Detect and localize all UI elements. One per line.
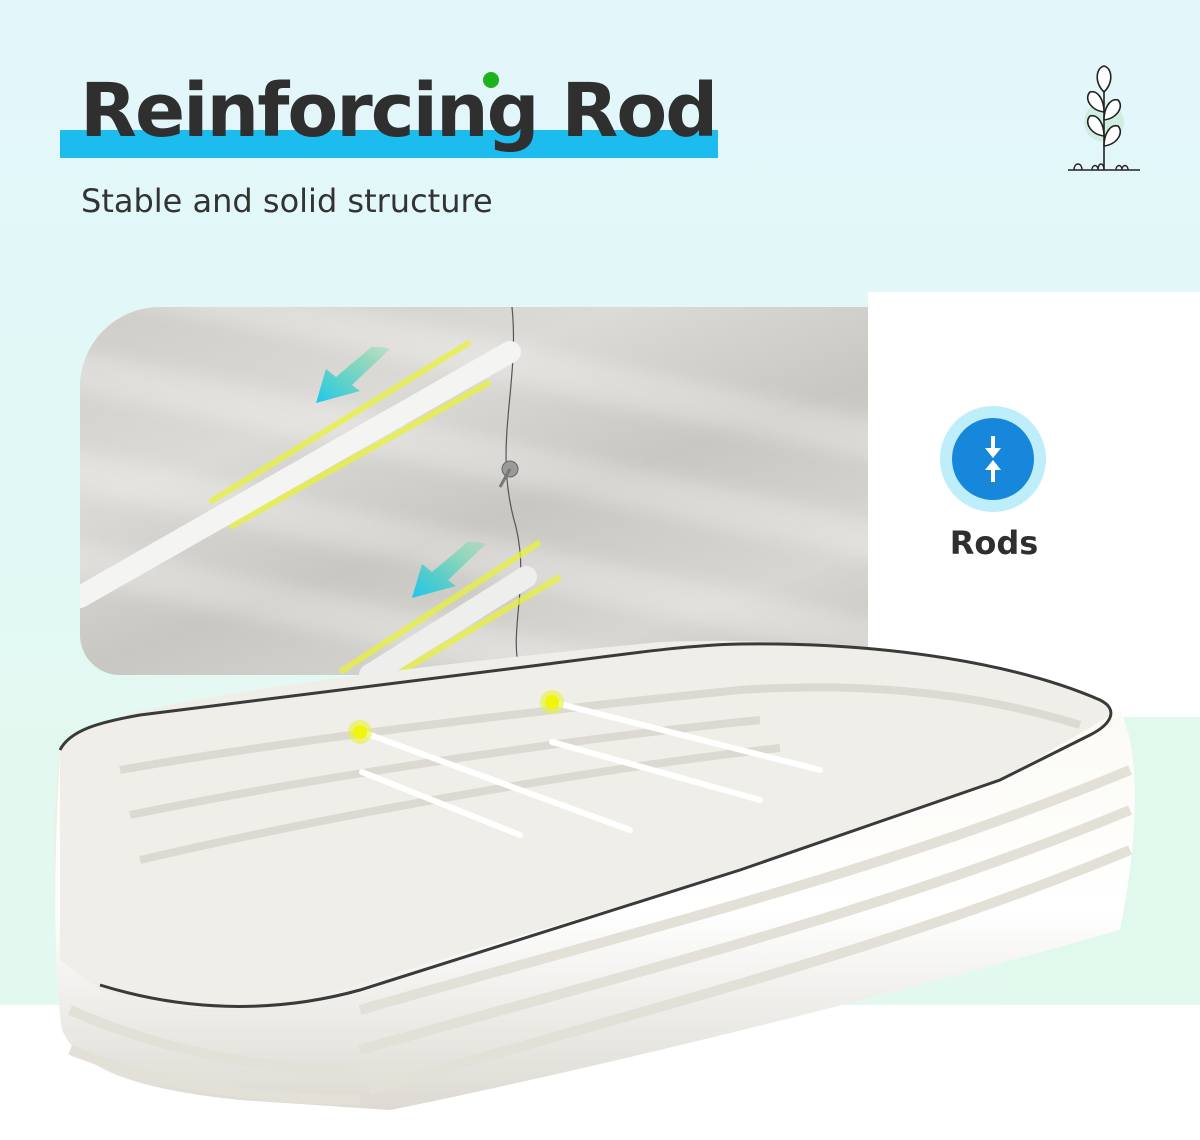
compress-arrows-icon [940, 406, 1046, 512]
header: Reinforcing Rod [60, 68, 718, 158]
feature-label: Rods [949, 524, 1039, 562]
garden-bed-product-image [54, 640, 1136, 1110]
arrow-down-left-icon [316, 347, 390, 403]
plant-sprout-icon [1068, 65, 1140, 171]
title-accent-bar [60, 130, 718, 158]
page-title: Reinforcing Rod [80, 68, 718, 154]
page-subtitle: Stable and solid structure [81, 182, 493, 220]
arrow-down-left-icon [412, 542, 486, 598]
title-accent-dot [483, 72, 499, 88]
feature-card: Rods [868, 292, 1200, 717]
detail-photo [80, 307, 880, 675]
